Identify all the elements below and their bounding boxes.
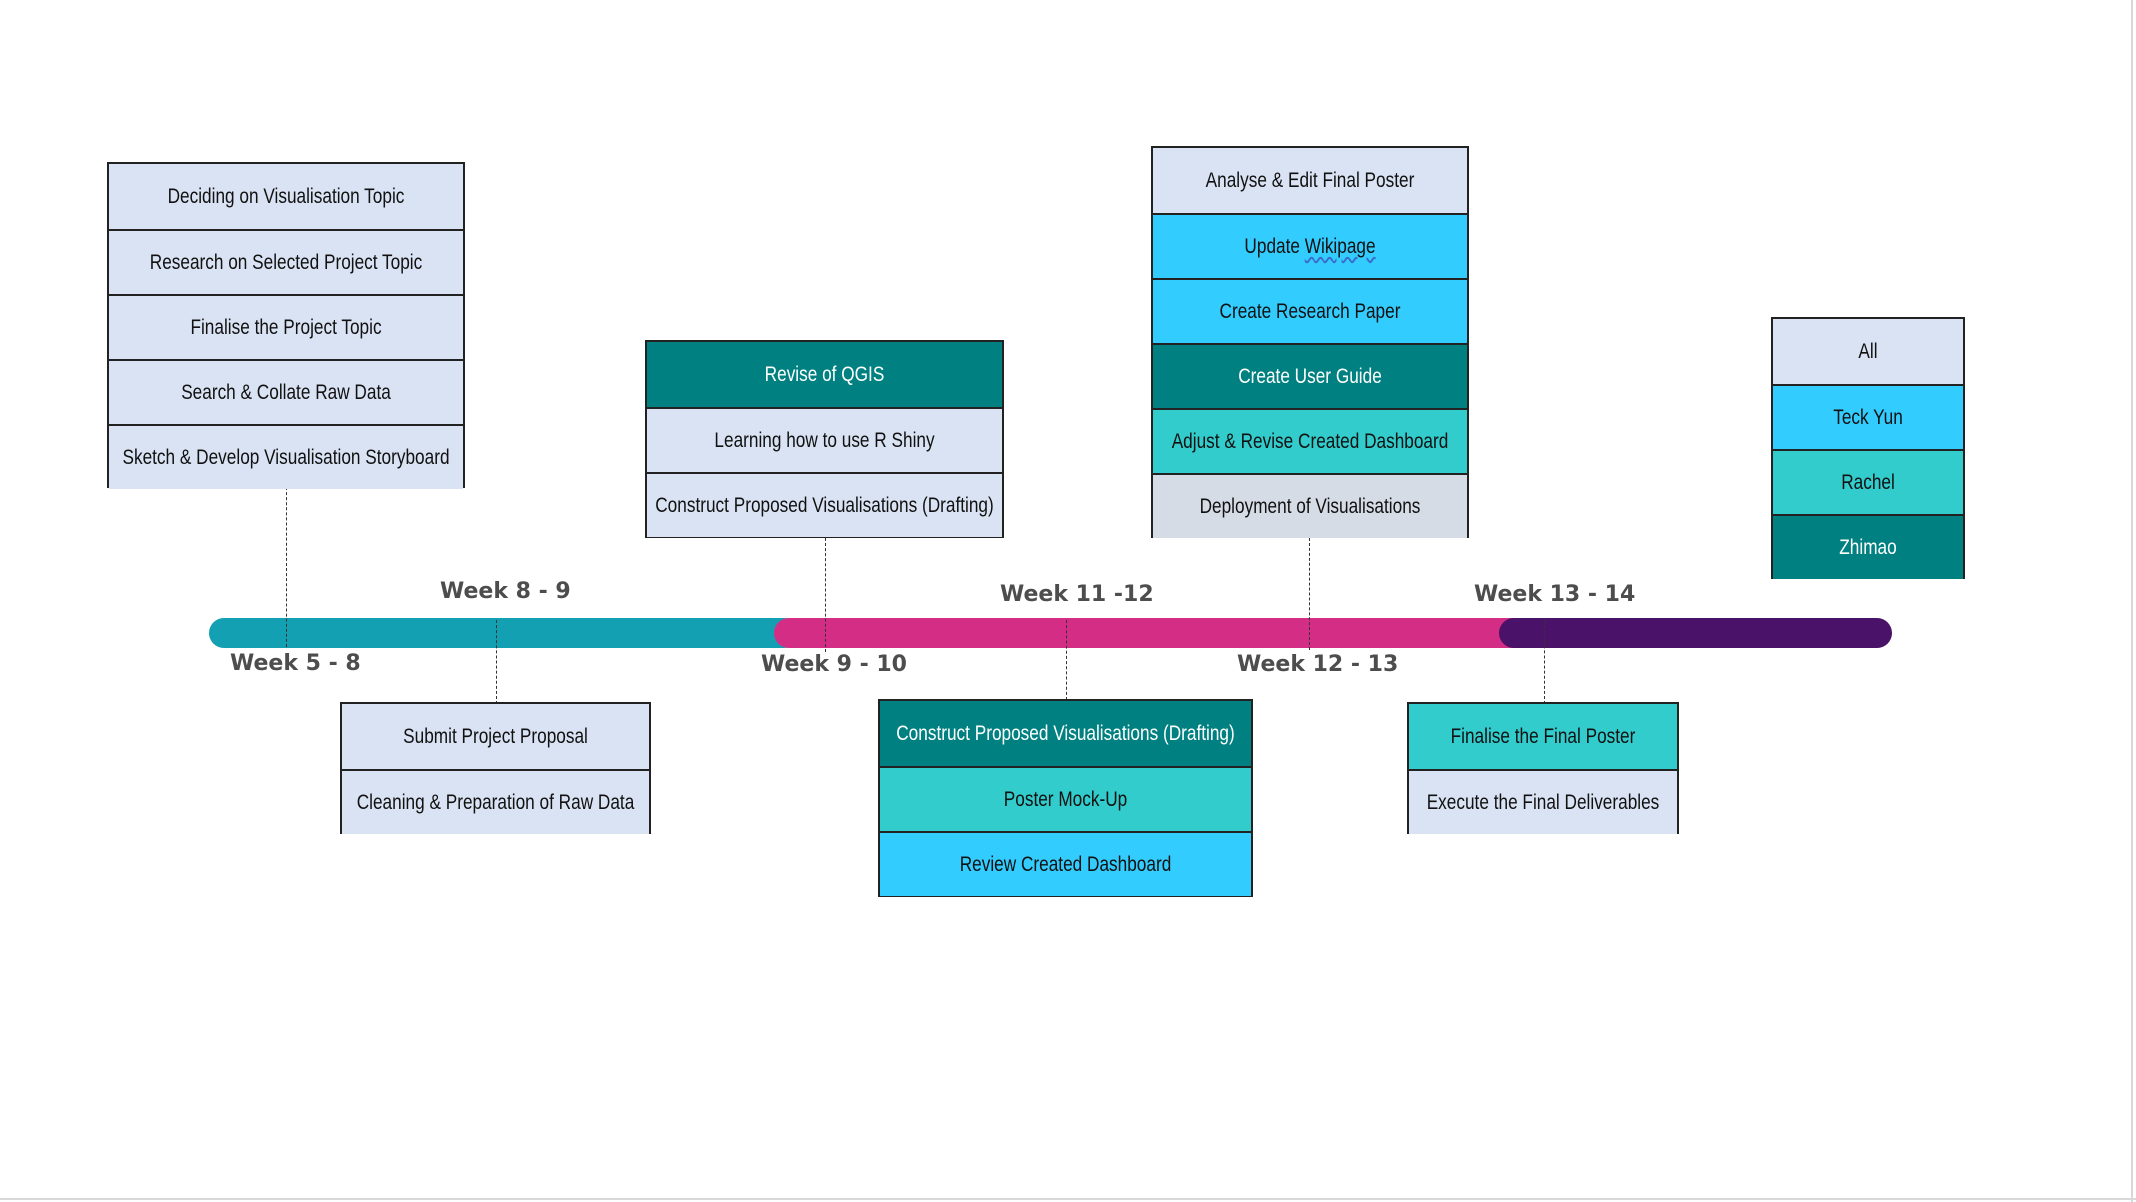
timeline-bar-purple bbox=[1499, 618, 1892, 648]
task-label: Research on Selected Project Topic bbox=[149, 250, 423, 274]
timeline-bar-teal bbox=[209, 618, 799, 648]
connector-w8-9 bbox=[496, 620, 497, 704]
week-label-5-8: Week 5 - 8 bbox=[230, 651, 361, 676]
legend-label: Rachel bbox=[1841, 470, 1895, 494]
task-label: Poster Mock-Up bbox=[1003, 787, 1128, 811]
task-label: Execute the Final Deliverables bbox=[1426, 790, 1660, 814]
task-label: Update Wikipage bbox=[1181, 215, 1438, 278]
task-cell: Sketch & Develop Visualisation Storyboar… bbox=[109, 424, 463, 489]
task-cell: Search & Collate Raw Data bbox=[109, 359, 463, 424]
connector-w12-13 bbox=[1309, 538, 1310, 650]
task-box-week-5-8: Deciding on Visualisation Topic Research… bbox=[107, 162, 465, 489]
task-label: Review Created Dashboard bbox=[959, 852, 1172, 876]
page-edge-bottom bbox=[0, 1198, 2136, 1200]
task-box-week-13-14: Finalise the Final Poster Execute the Fi… bbox=[1407, 702, 1679, 834]
task-cell: Learning how to use R Shiny bbox=[647, 407, 1002, 472]
legend-item-teck-yun: Teck Yun bbox=[1773, 384, 1963, 449]
task-cell: Analyse & Edit Final Poster bbox=[1153, 148, 1467, 213]
legend-label: Teck Yun bbox=[1833, 405, 1903, 429]
task-cell: Create User Guide bbox=[1153, 343, 1467, 408]
task-cell: Cleaning & Preparation of Raw Data bbox=[342, 769, 649, 834]
task-label-misspelled-word: Wikipage bbox=[1304, 234, 1376, 258]
legend-item-all: All bbox=[1773, 319, 1963, 384]
task-label: Finalise the Project Topic bbox=[190, 315, 382, 339]
task-label: Learning how to use R Shiny bbox=[714, 428, 935, 452]
task-cell: Poster Mock-Up bbox=[880, 766, 1251, 831]
task-cell: Adjust & Revise Created Dashboard bbox=[1153, 408, 1467, 473]
task-label: Deployment of Visualisations bbox=[1199, 494, 1421, 518]
timeline-bar-magenta bbox=[774, 618, 1539, 648]
task-label-part: Update bbox=[1244, 234, 1300, 258]
task-cell: Finalise the Final Poster bbox=[1409, 704, 1677, 769]
legend-label: Zhimao bbox=[1839, 535, 1897, 559]
task-cell: Revise of QGIS bbox=[647, 342, 1002, 407]
week-label-11-12: Week 11 -12 bbox=[1000, 582, 1154, 607]
task-label: Create Research Paper bbox=[1219, 299, 1401, 323]
legend-item-zhimao: Zhimao bbox=[1773, 514, 1963, 579]
task-label: Analyse & Edit Final Poster bbox=[1205, 168, 1415, 192]
legend: All Teck Yun Rachel Zhimao bbox=[1771, 317, 1965, 579]
task-cell: Update Wikipage bbox=[1153, 213, 1467, 278]
connector-w13-14 bbox=[1544, 620, 1545, 704]
task-label: Create User Guide bbox=[1238, 364, 1382, 388]
week-label-12-13: Week 12 - 13 bbox=[1237, 652, 1399, 677]
week-label-9-10: Week 9 - 10 bbox=[761, 652, 907, 677]
task-label: Deciding on Visualisation Topic bbox=[167, 184, 405, 208]
task-label: Cleaning & Preparation of Raw Data bbox=[356, 790, 635, 814]
task-label: Submit Project Proposal bbox=[403, 724, 588, 748]
task-box-week-12-13: Analyse & Edit Final Poster Update Wikip… bbox=[1151, 146, 1469, 538]
task-box-week-11-12: Construct Proposed Visualisations (Draft… bbox=[878, 699, 1253, 897]
task-label: Finalise the Final Poster bbox=[1450, 724, 1636, 748]
task-label: Sketch & Develop Visualisation Storyboar… bbox=[122, 445, 450, 469]
task-box-week-9-10: Revise of QGIS Learning how to use R Shi… bbox=[645, 340, 1004, 538]
week-label-8-9: Week 8 - 9 bbox=[440, 579, 571, 604]
task-cell: Execute the Final Deliverables bbox=[1409, 769, 1677, 834]
task-label: Search & Collate Raw Data bbox=[181, 380, 391, 404]
task-cell: Construct Proposed Visualisations (Draft… bbox=[647, 472, 1002, 537]
task-label: Construct Proposed Visualisations (Draft… bbox=[896, 721, 1235, 745]
task-cell: Review Created Dashboard bbox=[880, 831, 1251, 896]
task-box-week-8-9: Submit Project Proposal Cleaning & Prepa… bbox=[340, 702, 651, 834]
page-edge-right bbox=[2131, 0, 2133, 1202]
week-label-13-14: Week 13 - 14 bbox=[1474, 582, 1636, 607]
task-label: Revise of QGIS bbox=[764, 362, 885, 386]
task-cell: Submit Project Proposal bbox=[342, 704, 649, 769]
task-cell: Deployment of Visualisations bbox=[1153, 473, 1467, 538]
task-cell: Finalise the Project Topic bbox=[109, 294, 463, 359]
legend-label: All bbox=[1858, 339, 1878, 363]
task-cell: Research on Selected Project Topic bbox=[109, 229, 463, 294]
connector-w5-8 bbox=[286, 487, 287, 647]
task-label: Construct Proposed Visualisations (Draft… bbox=[655, 493, 994, 517]
legend-item-rachel: Rachel bbox=[1773, 449, 1963, 514]
task-cell: Construct Proposed Visualisations (Draft… bbox=[880, 701, 1251, 766]
connector-w9-10 bbox=[825, 538, 826, 652]
task-cell: Deciding on Visualisation Topic bbox=[109, 164, 463, 229]
connector-w11-12 bbox=[1066, 620, 1067, 700]
task-label: Adjust & Revise Created Dashboard bbox=[1171, 429, 1449, 453]
task-cell: Create Research Paper bbox=[1153, 278, 1467, 343]
